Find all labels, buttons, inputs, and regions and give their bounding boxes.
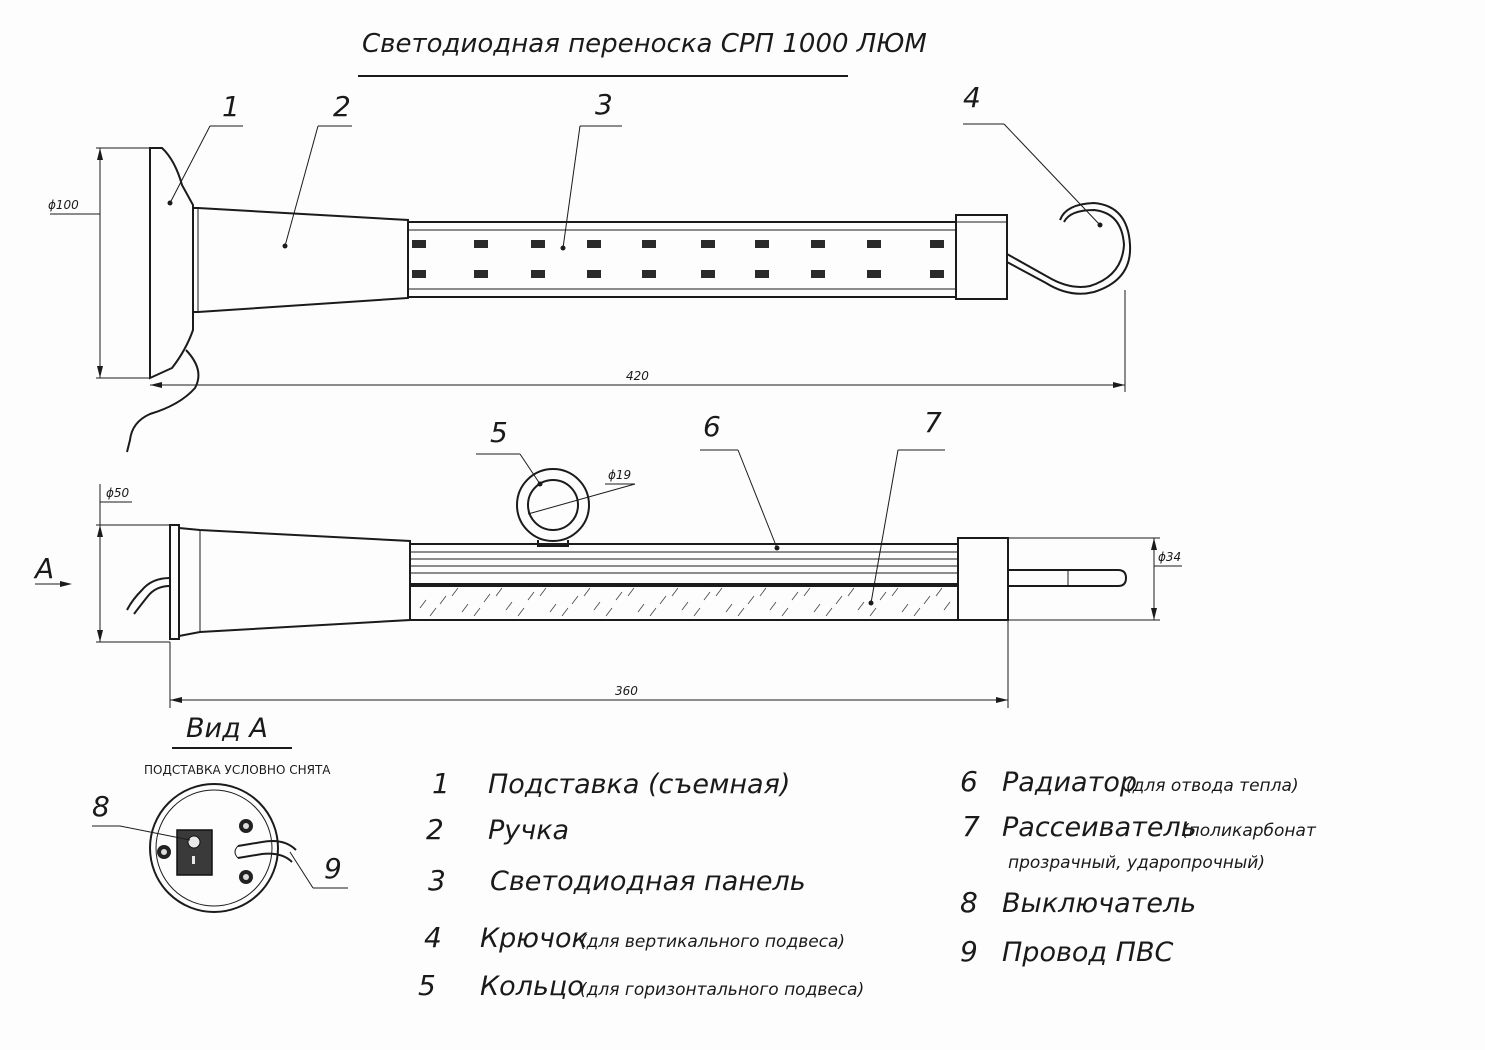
- view-a: Вид А ПОДСТАВКА УСЛОВНО СНЯТА 8 9: [92, 713, 348, 913]
- svg-text:1: 1: [432, 767, 450, 800]
- svg-text:7: 7: [962, 810, 980, 843]
- legend-item-2: 2 Ручка: [426, 813, 569, 846]
- stand-part-1: [149, 147, 194, 380]
- callout-7: 7: [924, 406, 942, 439]
- side-base-plate: [169, 524, 180, 640]
- legend-item-3: 3 Светодиодная панель: [428, 864, 806, 897]
- dim-label-420: 420: [626, 369, 649, 383]
- handle-part-2: [193, 207, 409, 313]
- diffuser-part-7: [409, 585, 959, 621]
- svg-text:Рассеиватель: Рассеиватель: [1002, 812, 1197, 843]
- callouts-top: 1 2 3 4: [167, 81, 1103, 251]
- svg-text:5: 5: [418, 969, 436, 1002]
- end-cap: [955, 214, 1008, 300]
- callout-4: 4: [963, 81, 981, 114]
- ring-part-5: [516, 468, 590, 542]
- svg-text:прозрачный, ударопрочный): прозрачный, ударопрочный): [1008, 853, 1265, 873]
- legend-item-5: 5 Кольцо (для горизонтального подвеса): [418, 969, 864, 1002]
- callout-8: 8: [92, 790, 110, 823]
- side-view: ϕ50 ϕ19 ϕ34 360 A: [33, 468, 1182, 708]
- legend-item-6: 6 Радиатор (для отвода тепла): [960, 765, 1299, 798]
- svg-text:(для горизонтального подвеса): (для горизонтального подвеса): [580, 980, 864, 1000]
- callout-5: 5: [490, 416, 508, 449]
- svg-text:(поликарбонат: (поликарбонат: [1182, 821, 1317, 841]
- svg-text:(для вертикального подвеса): (для вертикального подвеса): [580, 932, 845, 952]
- svg-text:Выключатель: Выключатель: [1002, 888, 1196, 919]
- legend-item-8: 8 Выключатель: [960, 886, 1196, 919]
- callout-9: 9: [324, 852, 342, 885]
- svg-text:(для отвода тепла): (для отвода тепла): [1126, 776, 1299, 796]
- side-end-cap: [957, 537, 1009, 621]
- dim-line-19: [527, 483, 636, 515]
- view-a-base-circle: [149, 783, 279, 913]
- svg-text:4: 4: [424, 921, 442, 954]
- dim-label-34: ϕ34: [1158, 550, 1181, 564]
- view-a-title: Вид А: [186, 713, 268, 744]
- dim-label-100: ϕ100: [48, 198, 79, 212]
- svg-text:Провод ПВС: Провод ПВС: [1002, 937, 1173, 968]
- power-cable: [126, 349, 200, 453]
- legend-item-7: 7 Рассеиватель (поликарбонат: [962, 810, 1317, 843]
- dim-label-360: 360: [615, 684, 638, 698]
- svg-text:3: 3: [428, 864, 446, 897]
- callout-1: 1: [222, 90, 240, 123]
- legend-item-9: 9 Провод ПВС: [960, 935, 1173, 968]
- svg-text:9: 9: [960, 935, 978, 968]
- svg-text:8: 8: [960, 886, 978, 919]
- view-arrow-label: A: [33, 552, 54, 585]
- callout-2: 2: [333, 90, 351, 123]
- side-hook-stem: [1008, 569, 1128, 587]
- svg-text:Ручка: Ручка: [488, 815, 569, 846]
- legend-item-1: 1 Подставка (съемная): [432, 767, 790, 800]
- led-panel-part-3: [407, 221, 957, 298]
- dim-label-50: ϕ50: [106, 486, 130, 500]
- svg-text:Радиатор: Радиатор: [1002, 767, 1137, 798]
- side-handle: [178, 527, 411, 637]
- led-row-top: [412, 240, 944, 248]
- svg-text:2: 2: [426, 813, 444, 846]
- legend-item-4: 4 Крючок (для вертикального подвеса): [424, 921, 845, 954]
- legend-item-7-cont: прозрачный, ударопрочный): [1008, 853, 1265, 873]
- legend: 1 Подставка (съемная) 2 Ручка 3 Светодио…: [418, 765, 1317, 1002]
- top-view: ϕ100 420: [48, 147, 1132, 453]
- dim-label-19: ϕ19: [608, 468, 631, 482]
- callout-3: 3: [595, 88, 613, 121]
- svg-text:Крючок: Крючок: [480, 923, 589, 954]
- diffuser-hatch: [419, 587, 951, 617]
- view-a-note: ПОДСТАВКА УСЛОВНО СНЯТА: [144, 763, 331, 777]
- cable-part-9: [237, 840, 297, 851]
- svg-text:Подставка (съемная): Подставка (съемная): [488, 769, 790, 800]
- hook-part-4: [1006, 208, 1126, 288]
- led-row-bottom: [412, 270, 944, 278]
- svg-text:6: 6: [960, 765, 978, 798]
- callouts-side: 5 6 7: [476, 406, 945, 606]
- drawing-title: Светодиодная переноска СРП 1000 ЛЮМ: [362, 29, 927, 59]
- svg-text:Кольцо: Кольцо: [480, 971, 584, 1002]
- svg-text:Светодиодная панель: Светодиодная панель: [490, 866, 806, 897]
- callout-6: 6: [703, 410, 721, 443]
